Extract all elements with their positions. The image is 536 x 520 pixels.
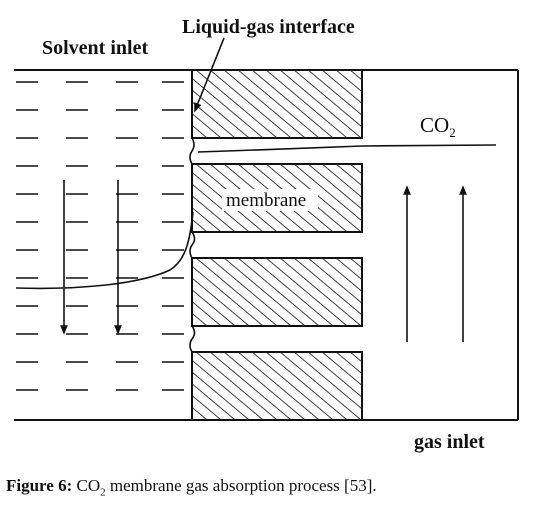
figure-caption: Figure 6: CO2 membrane gas absorption pr… <box>6 476 377 498</box>
membrane-block-3 <box>191 257 363 327</box>
caption-rest: membrane gas absorption process [53]. <box>109 476 377 495</box>
membrane-label-backing <box>222 189 318 211</box>
interface-line <box>189 70 196 420</box>
co2-label-sub: 2 <box>449 125 456 140</box>
membrane-block-1 <box>191 69 363 139</box>
caption-co: CO <box>76 476 101 495</box>
interface-pointer-arrow <box>194 37 225 113</box>
co2-label: CO2 <box>420 113 456 140</box>
membrane-blocks <box>191 69 363 421</box>
co2-concentration-line <box>197 144 497 153</box>
membrane-absorption-diagram: Solvent inlet Liquid-gas interface CO2 m… <box>14 16 519 453</box>
gas-inlet-label: gas inlet <box>414 431 485 453</box>
membrane-label: membrane <box>226 190 306 211</box>
interface-label: Liquid-gas interface <box>182 16 355 38</box>
membrane-block-4 <box>191 351 363 421</box>
caption-sub: 2 <box>100 486 106 499</box>
solvent-liquid-region <box>16 81 184 391</box>
caption-prefix: Figure 6: <box>6 476 73 495</box>
co2-label-main: CO <box>420 113 449 137</box>
solvent-inlet-label: Solvent inlet <box>42 37 148 59</box>
